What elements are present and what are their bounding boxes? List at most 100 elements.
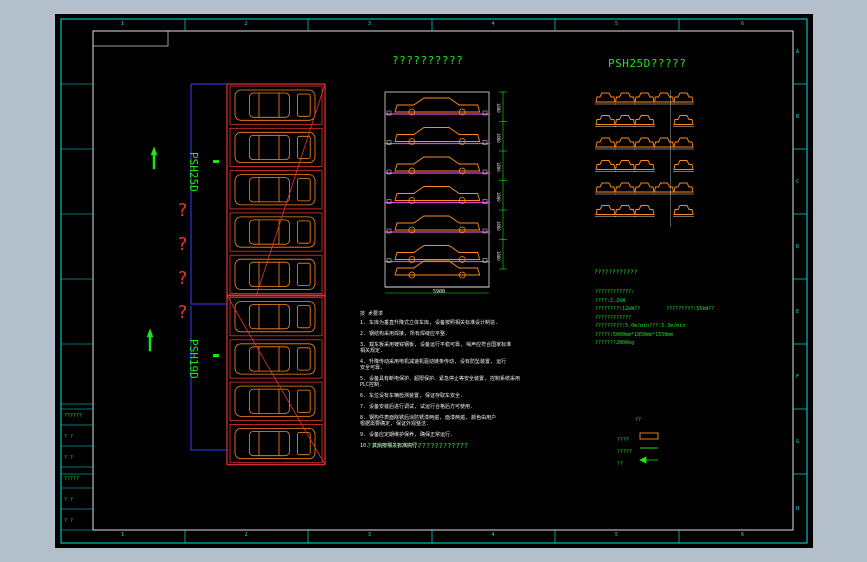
param-line: ?????:5000mm*1850mm*1550mm [595,331,674,338]
title-block-cell: ? ? [64,434,74,440]
grid-col-label: 2 [244,21,248,27]
car-icon [614,205,636,217]
grid-col-label: 3 [368,532,372,538]
pallet-lug [482,199,488,204]
car-icon [614,137,636,150]
dim-side-label: 1880 [496,250,501,261]
car-icon [614,182,636,195]
note-line: 相关规定. [360,348,384,354]
car-side-view [394,127,481,145]
corner-box [92,30,169,47]
note-line: 3. 载车板采用镀锌钢板, 设备运行平稳可靠, 噪声应符合国家标准 [360,342,512,348]
dim-bottom: 5900 [433,289,446,295]
legend-item: ????? [617,449,633,455]
bracket [190,306,227,451]
title-block-cell: ? ? [64,497,74,503]
note-line: 4. 升降传动采用电机减速机驱动链条传动, 设有防坠装置, 运行 [360,359,507,365]
diagonal [256,83,326,296]
parking-slot [229,423,323,464]
inner-frame [92,30,794,531]
grid-col-label: 4 [491,21,495,27]
param-line: ????????????: [595,289,635,295]
grid-row-label: D [796,243,800,250]
car-icon [634,182,655,195]
note-line: 5. 设备具有断电保护、超限保护、紧急停止等安全装置, 控制系统采用 [360,376,521,382]
car-top-view [234,427,316,460]
param-line: ????????:12kW???????????:55kW?? [595,306,715,312]
car-top-view [234,258,316,290]
title-block-cell: ? ? [64,518,74,524]
car-side-view [394,156,481,175]
grid-row-label: E [796,308,800,315]
dim-side-label: 1880 [496,132,501,143]
param-line: ????:2.2kW [595,297,626,304]
parking-frame [226,83,326,466]
car-icon [673,160,694,172]
grid-col-label: 1 [121,532,125,538]
params-title: ???????????? [594,269,638,276]
grid-col-label: 5 [615,532,619,538]
car-icon [595,160,616,172]
car-side-view [394,245,481,263]
pallet-lug [482,228,488,234]
note-line: 2. 钢结构采用焊接, 所有焊缝应平整. [360,331,449,337]
car-icon [634,137,655,150]
parking-slot [229,127,323,168]
title-block-cell: ? ? [64,455,74,461]
car-icon [653,92,675,105]
grid-row-label: A [796,48,800,55]
car-icon [595,92,616,105]
pallet-lug [386,258,392,263]
title-block: ?????? ? ? ? ? ????? ? ? ? ? [64,406,82,532]
question-mark: ? [177,200,188,221]
dim-side-label: 1880 [496,162,501,172]
car-icon [673,205,694,217]
car-top-view [234,216,316,248]
legend-symbol [639,456,658,464]
outer-frame [60,18,808,544]
parking-slot [229,254,323,294]
marker [213,160,219,163]
grid-col-label: 6 [741,532,745,538]
dim-side-label: 1880 [496,221,501,231]
note-line: 安全可靠. [360,365,384,371]
car-icon [673,182,694,195]
pallet-lug [386,199,392,204]
diagonal [226,295,326,465]
question-marks: ? ? ? ? [177,194,188,330]
pallet-lug [386,110,392,116]
drawing-lines [60,18,808,544]
car-top-view [234,89,316,121]
note-line: PLC控制. [360,382,383,388]
legend-item: ?? [617,461,624,467]
unit-label-bottom: PSH19D [187,339,200,379]
car-icon [614,92,636,105]
car-top-view [234,343,316,375]
parking-slot [229,339,323,379]
question-mark: ? [177,302,188,323]
car-icon [634,115,655,127]
middle-title: ?????????? [392,54,464,67]
car-top-view [234,301,316,333]
param-line: ???????2000kg [595,340,635,346]
dim-side-label: 1880 [496,103,501,113]
note-line: 根据需要确定, 保证外观整洁. [360,421,430,427]
param-line: ???????????? [595,314,632,321]
bracket [190,84,227,305]
legend: ???? ????? ?? [617,434,632,470]
marker [213,354,219,357]
parking-slot [229,381,323,421]
notes-title: 技 术要求 [360,311,384,317]
car-top-view [234,131,316,164]
param-line: ?????????:5.0m/min???:5.3m/min [595,323,686,329]
pallet-lug [482,110,488,116]
grid-row-label: B [796,113,800,120]
grid-col-label: 6 [741,21,745,27]
grid-col-label: 1 [121,21,125,27]
car-icon [614,115,636,127]
grid-col-label: 5 [615,21,619,27]
pallet-lug [386,140,392,145]
question-mark: ? [177,234,188,255]
title-block-cell: ????? [64,476,80,482]
